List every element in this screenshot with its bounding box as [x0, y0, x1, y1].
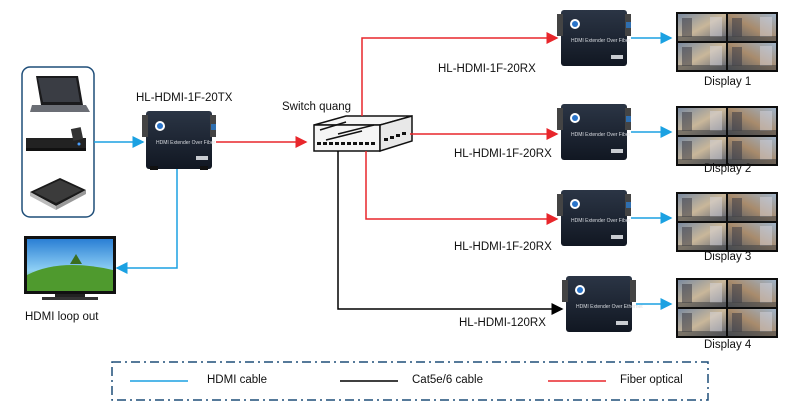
- rx-3-model-label: HL-HDMI-1F-20RX: [454, 241, 552, 253]
- cat-cable-to-rx-4: [337, 151, 564, 315]
- display-4-label: Display 4: [704, 339, 752, 351]
- display-3-label: Display 3: [704, 251, 752, 263]
- rx-device-4: HDMI Extender Over Ethernet: [562, 276, 643, 332]
- media-player-icon: [30, 178, 86, 210]
- rx-4-face-text: HDMI Extender Over Ethernet: [576, 304, 643, 310]
- rx-4-model-label: HL-HDMI-120RX: [459, 317, 546, 329]
- tx-device: HDMI Extender Over Fiber: [142, 111, 216, 170]
- rx-2-face-text: HDMI Extender Over Fiber: [571, 132, 631, 138]
- hdmi-cable-loop-out: [115, 169, 178, 274]
- rx-device-3: HDMI Extender Over Fiber: [557, 190, 631, 246]
- rx-device-1: HDMI Extender Over Fiber: [557, 10, 631, 66]
- switch-label: Switch quang: [282, 101, 352, 113]
- rx-2-model-label: HL-HDMI-1F-20RX: [454, 148, 552, 160]
- display-4-icon: [676, 278, 778, 338]
- rx-1-face-text: HDMI Extender Over Fiber: [571, 38, 631, 44]
- legend-cat-label: Cat5e/6 cable: [412, 374, 483, 386]
- blu-ray-player-icon: [26, 127, 86, 151]
- tx-model-label: HL-HDMI-1F-20TX: [136, 92, 233, 104]
- tv-icon: [24, 236, 116, 300]
- display-2-icon: [676, 106, 778, 166]
- rx-1-model-label: HL-HDMI-1F-20RX: [438, 63, 536, 75]
- laptop-icon: [30, 76, 90, 112]
- rx-device-2: HDMI Extender Over Fiber: [557, 104, 631, 160]
- display-2-label: Display 2: [704, 163, 752, 175]
- fiber-cable-to-rx-3: [365, 151, 559, 225]
- fiber-cable-to-rx-1: [361, 32, 559, 116]
- legend-frame: [111, 361, 709, 401]
- display-3-icon: [676, 192, 778, 252]
- display-1-icon: [676, 12, 778, 72]
- switch-icon: [313, 115, 413, 153]
- legend-hdmi-label: HDMI cable: [207, 374, 268, 386]
- display-1-label: Display 1: [704, 76, 752, 88]
- loop-out-label: HDMI loop out: [25, 311, 99, 323]
- legend-fiber-label: Fiber optical: [620, 374, 683, 386]
- tx-face-text: HDMI Extender Over Fiber: [156, 140, 216, 146]
- rx-3-face-text: HDMI Extender Over Fiber: [571, 218, 631, 224]
